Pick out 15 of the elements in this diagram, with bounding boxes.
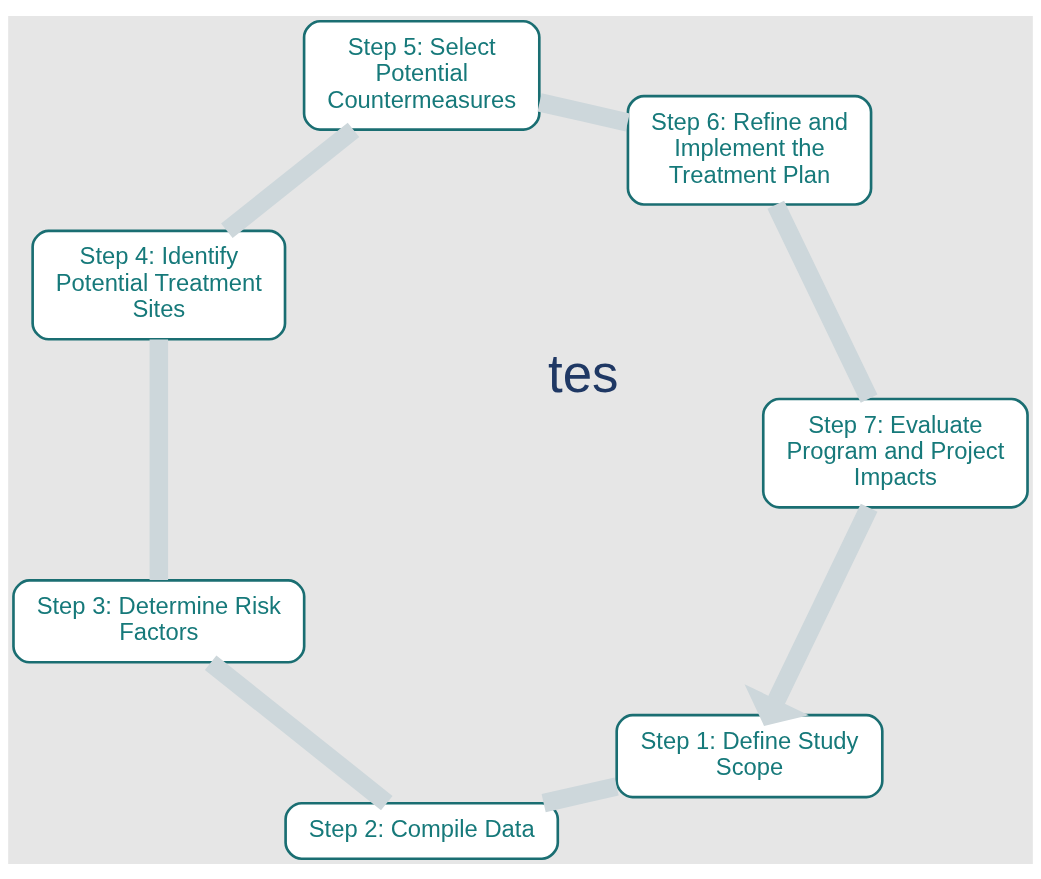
node-box: Step 6: Refine and Implement the Treatment Plan (626, 94, 873, 206)
node-box: Step 7: Evaluate Program and Project Impacts (761, 397, 1029, 509)
arrow (744, 503, 878, 726)
node-box: Step 2: Compile Data (284, 801, 560, 860)
connector (221, 122, 360, 238)
node-box: Step 4: Identify Potential Treatment Sites (31, 229, 287, 341)
node-box: Step 5: Select Potential Countermeasures (302, 19, 541, 131)
connector (767, 200, 878, 403)
label: tes (547, 343, 619, 403)
node-box: Step 3: Determine Risk Factors (12, 578, 306, 664)
connector (204, 654, 393, 810)
node-box: Step 1: Define Study Scope (615, 713, 884, 798)
connector (537, 92, 630, 131)
connector (541, 776, 619, 812)
connector (149, 339, 169, 580)
